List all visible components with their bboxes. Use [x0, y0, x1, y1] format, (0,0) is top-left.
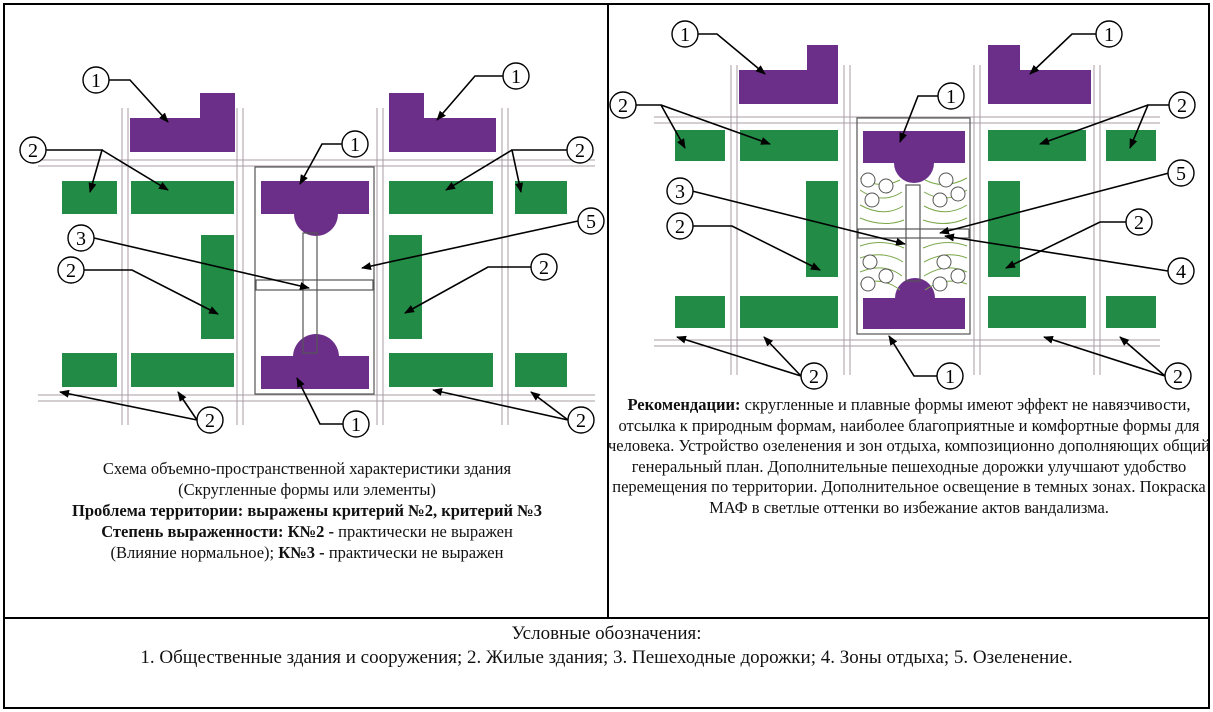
callout-number: 2: [576, 410, 586, 432]
callout-number: 2: [618, 95, 628, 117]
degree-text: (Влияние нормальное);: [110, 543, 275, 562]
callout-number: 2: [539, 257, 549, 279]
callout-number: 2: [809, 366, 819, 388]
callout-number: 1: [511, 66, 521, 88]
public-building-shape: [130, 93, 235, 152]
public-building-bottom: [261, 356, 369, 389]
right-greenery-zones: [859, 172, 968, 292]
left-leader-lines: [46, 75, 579, 425]
callout-number: 2: [1177, 95, 1187, 117]
callout-number: 2: [1173, 366, 1183, 388]
legend-title: Условные обозначения:: [511, 623, 702, 644]
callout-number: 1: [945, 366, 955, 388]
outer-frame: [3, 3, 1210, 709]
callout-number: 2: [28, 140, 38, 162]
left-scheme: 1 1 1 2 2 3 5 2 2 2 2 1: [19, 62, 605, 438]
right-scheme: 1 1 1 2 2 3 5 2 2 4 2 2 1: [609, 20, 1196, 390]
right-residential-buildings: [675, 130, 1156, 328]
callout-number: 2: [205, 410, 215, 432]
legend-items: 1. Общественные здания и сооружения; 2. …: [140, 647, 1073, 668]
callout-number: 2: [675, 216, 685, 238]
public-building-bottom: [863, 298, 965, 329]
public-building-dome: [294, 214, 338, 236]
public-building-shape: [739, 45, 838, 104]
public-building-dome: [895, 278, 935, 298]
left-caption: Схема объемно-пространственной характери…: [14, 458, 600, 563]
public-building-top: [261, 181, 369, 214]
callout-number: 4: [1176, 261, 1186, 283]
callout-number: 3: [675, 181, 685, 203]
horizontal-divider: [3, 617, 1210, 619]
callout-number: 1: [91, 70, 101, 92]
caption-line: Схема объемно-пространственной характери…: [102, 459, 512, 478]
callout-number: 2: [1134, 212, 1144, 234]
callout-number: 3: [76, 228, 86, 250]
right-callouts: [609, 20, 1196, 390]
degree-text: практически не выражен: [324, 543, 504, 562]
recommendations-body: скругленные и плавные формы имеют эффект…: [607, 395, 1211, 517]
callout-number: 2: [66, 260, 76, 282]
right-callout-numbers: 1 1 1 2 2 3 5 2 2 4 2 2 1: [618, 24, 1187, 388]
callout-number: 2: [575, 140, 585, 162]
public-building-shape: [389, 93, 496, 152]
callout-number: 1: [946, 86, 956, 108]
legend: Условные обозначения: 1. Общественные зд…: [40, 622, 1173, 670]
degree-label: Степень выраженности: К№2 -: [101, 522, 335, 541]
right-central-plot: [856, 117, 971, 335]
vertical-divider: [607, 3, 609, 619]
degree-text: практически не выражен: [334, 522, 513, 541]
callout-number: 5: [586, 211, 596, 233]
callout-number: 1: [351, 414, 361, 436]
degree-label: К№3 -: [274, 543, 325, 562]
left-residential-buildings: [62, 181, 567, 387]
left-public-buildings: [130, 93, 496, 389]
public-building-top: [863, 131, 965, 163]
callout-number: 5: [1176, 163, 1186, 185]
right-public-buildings: [739, 45, 1091, 329]
right-leader-lines: [635, 33, 1170, 377]
callout-number: 1: [680, 24, 690, 46]
public-building-shape: [988, 45, 1091, 104]
public-building-dome: [894, 163, 934, 183]
recommendations-label: Рекомендации:: [627, 395, 741, 414]
left-callouts: [19, 62, 605, 438]
problem-label: Проблема территории: выражены критерий №…: [71, 501, 542, 520]
public-building-dome: [293, 334, 339, 357]
left-central-plot: [254, 166, 375, 395]
caption-line: (Скругленные формы или элементы): [178, 480, 436, 499]
left-callout-numbers: 1 1 1 2 2 3 5 2 2 2 2 1: [28, 66, 596, 436]
callout-number: 1: [350, 134, 360, 156]
recommendations-text: Рекомендации: скругленные и плавные форм…: [607, 395, 1211, 518]
callout-number: 1: [1104, 24, 1114, 46]
